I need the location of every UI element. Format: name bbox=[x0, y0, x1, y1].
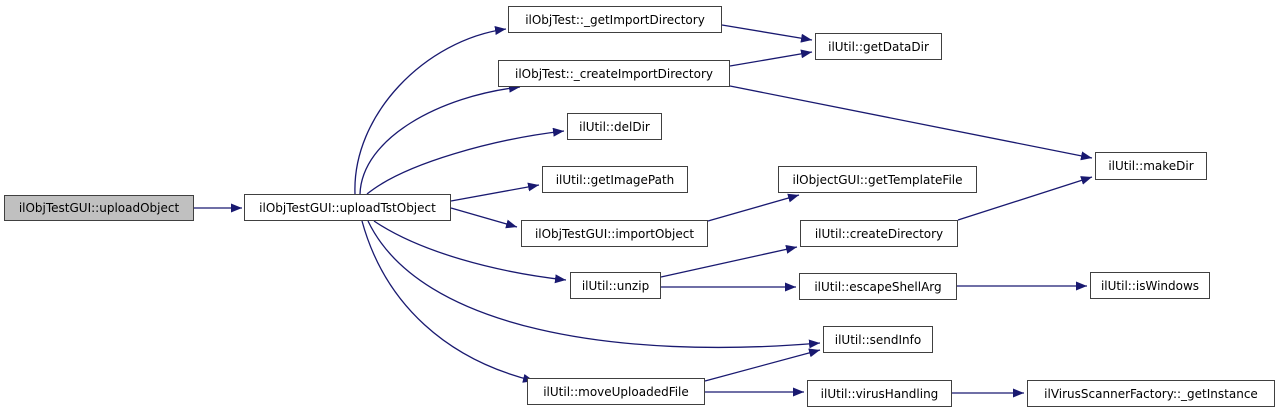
edge-upload-tst-object-import-object bbox=[450, 207, 518, 229]
edge-create-import-directory-get-data-dir bbox=[729, 49, 813, 67]
edge-upload-tst-object-unzip bbox=[373, 220, 567, 284]
edge-import-object-get-template-file bbox=[707, 193, 800, 222]
node-virus-handling[interactable]: ilUtil::virusHandling bbox=[807, 380, 952, 407]
node-escape-shell-arg[interactable]: ilUtil::escapeShellArg bbox=[799, 273, 957, 300]
node-get-image-path[interactable]: ilUtil::getImagePath bbox=[542, 166, 688, 193]
node-create-directory[interactable]: ilUtil::createDirectory bbox=[800, 220, 958, 247]
node-unzip[interactable]: ilUtil::unzip bbox=[570, 272, 661, 299]
edge-upload-tst-object-move-uploaded-file bbox=[361, 220, 535, 383]
node-upload-tst-object[interactable]: ilObjTestGUI::uploadTstObject bbox=[244, 194, 451, 221]
node-send-info[interactable]: ilUtil::sendInfo bbox=[823, 326, 933, 353]
edge-get-import-directory-get-data-dir bbox=[721, 24, 813, 43]
edge-create-directory-make-dir bbox=[957, 176, 1093, 221]
edge-upload-tst-object-get-image-path bbox=[450, 182, 540, 202]
node-make-dir[interactable]: ilUtil::makeDir bbox=[1095, 152, 1207, 180]
node-get-import-directory[interactable]: ilObjTest::_getImportDirectory bbox=[508, 6, 722, 33]
node-get-data-dir[interactable]: ilUtil::getDataDir bbox=[815, 33, 942, 60]
node-import-object[interactable]: ilObjTestGUI::importObject bbox=[521, 220, 708, 247]
node-del-dir[interactable]: ilUtil::delDir bbox=[567, 113, 662, 140]
node-is-windows[interactable]: ilUtil::isWindows bbox=[1090, 272, 1210, 299]
node-move-uploaded-file[interactable]: ilUtil::moveUploadedFile bbox=[527, 378, 705, 405]
edge-unzip-create-directory bbox=[660, 244, 798, 278]
node-get-template-file[interactable]: ilObjectGUI::getTemplateFile bbox=[778, 166, 977, 193]
edge-upload-tst-object-del-dir bbox=[366, 127, 565, 195]
edge-upload-tst-object-create-import-directory bbox=[359, 83, 521, 195]
node-get-instance[interactable]: ilVirusScannerFactory::_getInstance bbox=[1027, 380, 1275, 407]
edge-move-uploaded-file-send-info bbox=[704, 348, 821, 382]
node-upload-object[interactable]: ilObjTestGUI::uploadObject bbox=[4, 195, 194, 221]
edge-upload-tst-object-get-import-directory bbox=[354, 26, 507, 195]
edge-create-import-directory-make-dir bbox=[729, 85, 1093, 161]
node-create-import-directory[interactable]: ilObjTest::_createImportDirectory bbox=[498, 60, 730, 87]
edge-upload-tst-object-send-info bbox=[367, 220, 821, 349]
edge-group bbox=[194, 24, 1093, 398]
